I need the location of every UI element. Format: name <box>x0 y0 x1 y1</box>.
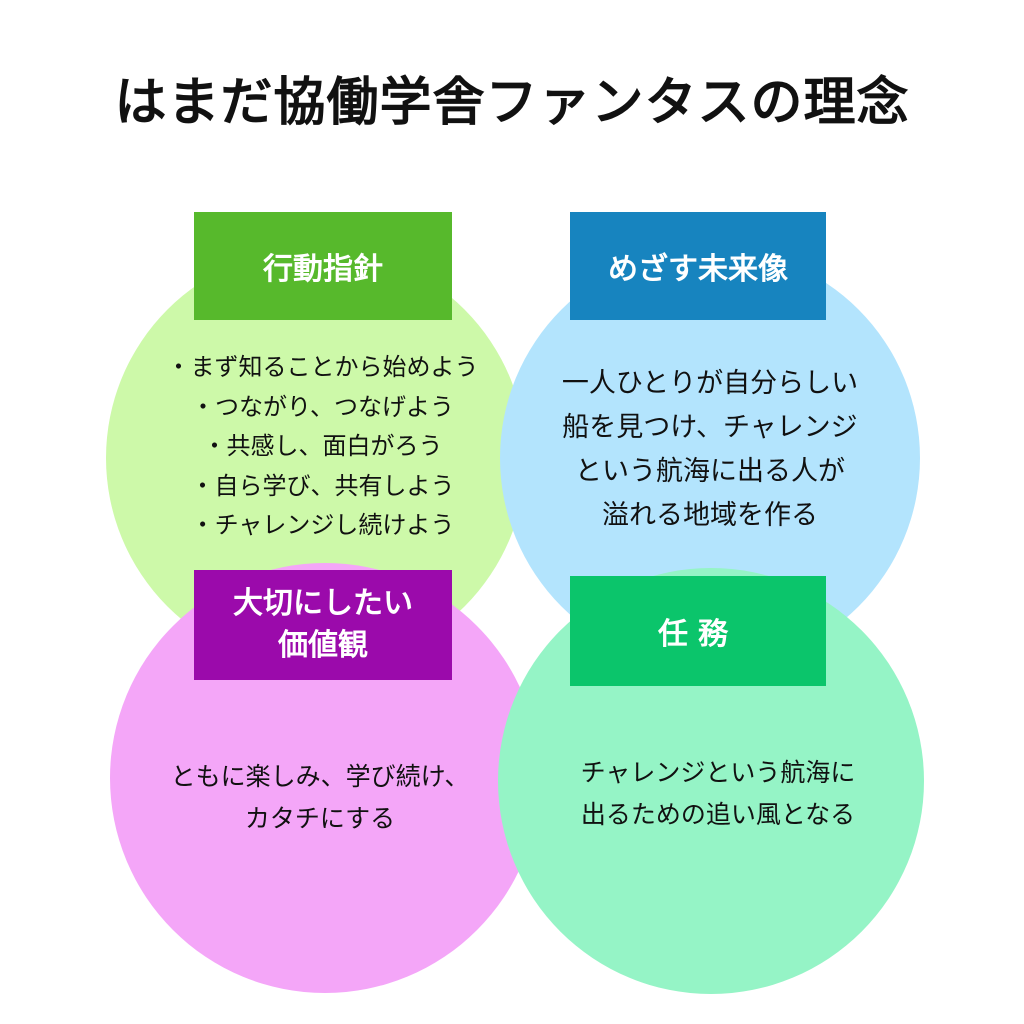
action-item: ・自ら学び、共有しよう <box>190 471 455 500</box>
action-item: ・チャレンジし続けよう <box>190 511 455 539</box>
action-item: ・共感し、面白がろう <box>202 432 443 460</box>
vision-line: 溢れる地域を作る <box>602 500 818 531</box>
page-title: はまだ協働学舎ファンタスの理念 <box>114 73 910 133</box>
action-item: ・まず知ることから始めよう <box>166 353 479 381</box>
action-list: ・まず知ることから始めよう ・つながり、つなげよう ・共感し、面白がろう ・自ら… <box>120 348 525 546</box>
vision-line: 船を見つけ、チャレンジ <box>562 412 858 443</box>
mission-text: チャレンジという航海に 出るための追い風となる <box>520 752 916 836</box>
mission-heading: 任務 <box>570 576 826 686</box>
vision-line: という航海に出る人が <box>575 456 845 487</box>
mission-line: 出るための追い風となる <box>580 800 856 829</box>
values-heading: 大切にしたい 価値観 <box>194 570 452 680</box>
action-item: ・つながり、つなげよう <box>190 392 455 421</box>
vision-line: 一人ひとりが自分らしい <box>561 368 859 399</box>
values-text: ともに楽しみ、学び続け、 カタチにする <box>120 756 520 840</box>
vision-heading: めざす未来像 <box>570 212 826 320</box>
values-line: ともに楽しみ、学び続け、 <box>170 762 470 791</box>
action-heading: 行動指針 <box>194 212 452 320</box>
mission-line: チャレンジという航海に <box>580 758 856 787</box>
values-line: カタチにする <box>244 804 396 833</box>
vision-text: 一人ひとりが自分らしい 船を見つけ、チャレンジ という航海に出る人が 溢れる地域… <box>522 362 898 538</box>
